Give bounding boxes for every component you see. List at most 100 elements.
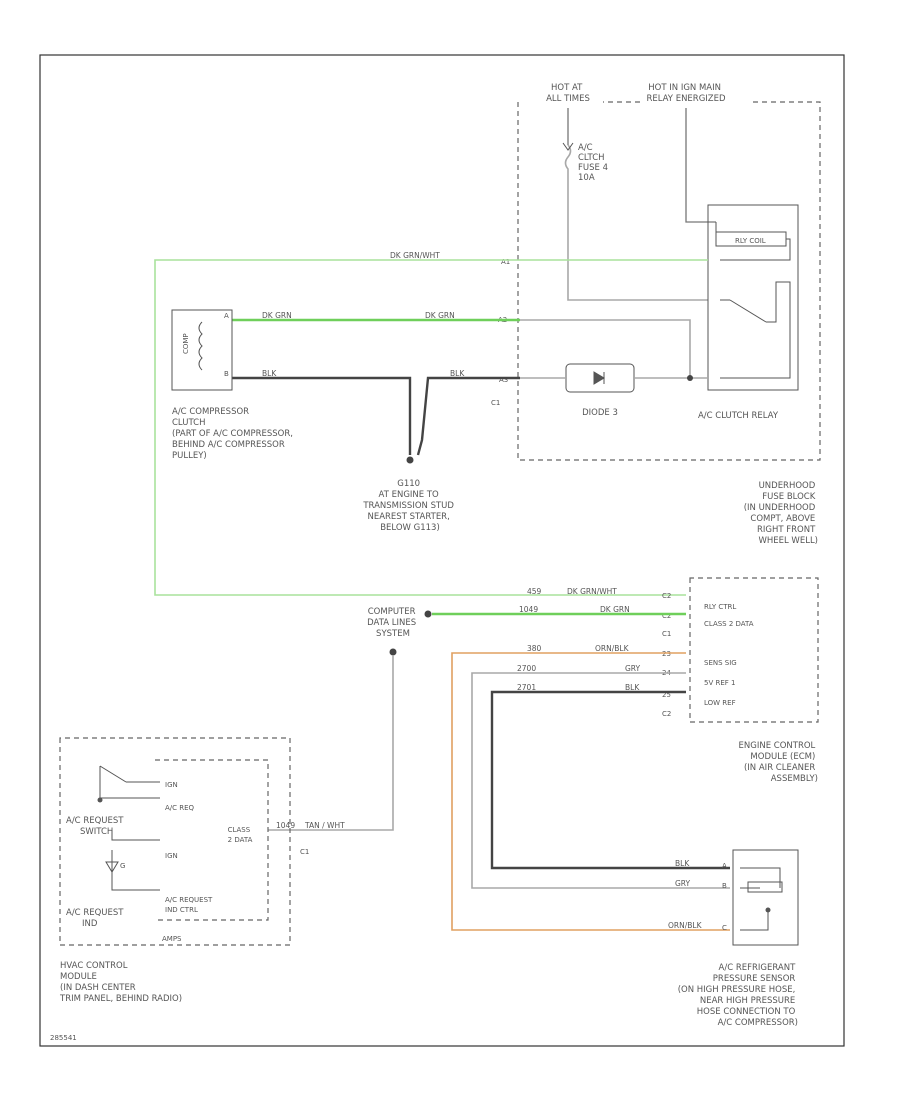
ecm-outline [689,577,819,723]
compressor-inner-label: COMP [182,333,190,354]
wire-label-dk-grn-a: DK GRN [262,311,292,320]
wire-label-tan-wht: TAN / WHT [304,821,345,830]
connector-c1-label: C1 [491,399,500,407]
ecm-pin-rly-ctrl: RLY CTRL [704,603,736,611]
relay-coil-wires [715,222,791,261]
hvac-class2-wire [268,655,394,831]
ac-request-ind-icon [105,861,119,873]
ground-symbol-label: G [120,862,125,870]
diagram-frame [39,54,845,1047]
blk-wire-ground [232,376,412,455]
wire-label-blk-a: BLK [262,369,277,378]
compressor-clutch-box [171,309,233,391]
ac-request-switch-label: A/C REQUEST SWITCH [66,816,126,837]
pin-comp-b: B [224,370,229,378]
amps-label: AMPS [162,935,182,943]
ecm-pin-class2: CLASS 2 DATA [704,620,754,628]
blk-wire [416,376,520,456]
ground-icon [406,456,414,464]
orn-blk-wire [451,652,730,931]
wire-label-dk-grn-wht-top: DK GRN/WHT [390,251,440,260]
hvac-pin-ign-1: IGN [165,781,178,789]
ecm-pin-c25: 25 [662,691,671,699]
diode-label: DIODE 3 [582,408,618,418]
ign-feed-wire [685,108,716,223]
ecm-conn-c2a: C2 [662,592,671,600]
hvac-module-outline [59,737,291,946]
hvac-pin-ac-req: A/C REQ [165,804,195,812]
hvac-pin-ac-req-ind: A/C REQUEST IND CTRL [165,896,215,914]
pressure-sensor-box [732,849,799,946]
hvac-inner-outline [155,759,269,921]
blk-ecm-wire [490,690,730,870]
relay-switch [729,299,767,323]
pin-a3: A3 [499,376,508,384]
wire-label-ecm-dk-grn-wht: DK GRN/WHT [567,587,617,596]
class2-splice-dot [424,610,432,618]
circuit-2701: 2701 [517,683,536,692]
circuit-1049: 1049 [519,605,538,614]
wire-label-sensor-gry: GRY [675,879,691,888]
ground-label: G110 AT ENGINE TO TRANSMISSION STUD NEAR… [362,479,456,533]
sensor-pin-c: C [722,924,727,932]
ac-request-ind-wires [111,830,160,891]
dk-grn-wht-wire [154,259,708,596]
circuit-1049-hvac: 1049 [276,821,295,830]
sensor-node [765,907,771,913]
fuse-output-wire [564,144,708,301]
wire-label-blk-ecm: BLK [625,683,640,692]
ac-request-switch-wires [99,766,160,799]
wire-label-blk-b: BLK [450,369,465,378]
wire-label-ecm-dk-grn: DK GRN [600,605,630,614]
hot-at-all-times-label: HOT AT ALL TIMES [546,83,590,104]
fuse-label: A/C CLTCH FUSE 4 10A [578,143,611,183]
pin-comp-a: A [224,312,229,320]
ac-clutch-relay-label: A/C CLUTCH RELAY [698,411,779,421]
ecm-label: ENGINE CONTROL MODULE (ECM) (IN AIR CLEA… [739,741,818,784]
sensor-pin-a: A [722,862,727,870]
figure-code: 285541 [50,1034,77,1042]
compressor-clutch-label: A/C COMPRESSOR CLUTCH (PART OF A/C COMPR… [172,407,296,461]
hvac-conn-c1: C1 [300,848,309,856]
ac-request-switch [99,765,127,783]
ecm-conn-c2-label: C2 [662,710,671,718]
relay-coil-label: RLY COIL [735,237,766,245]
hvac-pin-ign-2: IGN [165,852,178,860]
compressor-coil-icon [198,321,203,371]
diode-symbol [593,371,605,385]
relay-contacts [720,281,791,379]
ac-clutch-relay-box [707,204,799,391]
circuit-380: 380 [527,644,542,653]
pressure-sensor-internals [740,867,781,931]
wire-label-dk-grn-b: DK GRN [425,311,455,320]
switch-node [97,797,103,803]
hvac-class2: CLASS 2 DATA [228,826,253,844]
wire-label-gry: GRY [625,664,641,673]
underhood-fuse-block-outline [517,101,821,461]
wire-label-sensor-orn-blk: ORN/BLK [668,921,703,930]
sensor-element [747,881,783,893]
ecm-conn-label: C1 [662,630,671,638]
data-lines-dot [389,648,397,656]
ecm-pin-sens-sig: SENS SIG [704,659,737,667]
gry-wire [471,672,730,889]
hvac-module-label: HVAC CONTROL MODULE (IN DASH CENTER TRIM… [59,961,182,1004]
splice-dot [687,375,693,381]
pressure-sensor-label: A/C REFRIGERANT PRESSURE SENSOR (ON HIGH… [678,963,798,1028]
ecm-pin-c23: 23 [662,650,671,658]
computer-data-lines-label: COMPUTER DATA LINES SYSTEM [367,607,419,639]
ac-request-ind-label: A/C REQUEST IND [66,908,126,929]
wire-label-orn-blk: ORN/BLK [595,644,630,653]
wire-label-sensor-blk: BLK [675,859,690,868]
circuit-459: 459 [527,587,542,596]
pin-a1: A1 [501,258,510,266]
ecm-conn-c2b: C2 [662,612,671,620]
ecm-pin-5v-ref: 5V REF 1 [704,679,735,687]
hot-ign-label: HOT IN IGN MAIN RELAY ENERGIZED [646,83,726,104]
ecm-pin-low-ref: LOW REF [704,699,736,707]
dk-grn-internal-wire [520,319,691,378]
sensor-pin-b: B [722,882,727,890]
underhood-fuse-block-label: UNDERHOOD FUSE BLOCK (IN UNDERHOOD COMPT… [744,481,818,546]
fuse-symbol [562,142,574,151]
